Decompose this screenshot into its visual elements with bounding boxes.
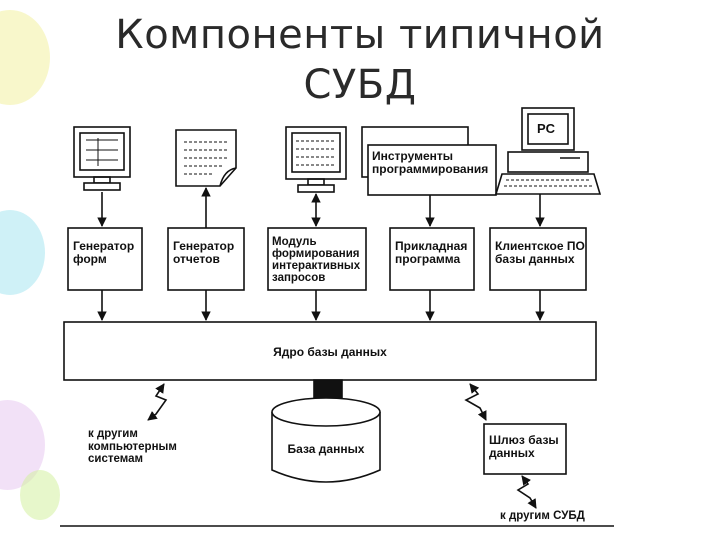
client-software-box <box>489 227 587 291</box>
report-page-icon <box>175 129 237 187</box>
database-core-box <box>63 321 597 381</box>
application-label: Прикладная программа <box>395 239 468 266</box>
other-systems-label: к другим компьютерным системам <box>88 428 177 465</box>
report-generator-label: Генератор отчетов <box>173 239 235 266</box>
report-generator-box <box>167 227 245 291</box>
monitor-icon <box>73 126 131 191</box>
gateway-box <box>483 423 567 475</box>
tools-label: Инструменты программирования <box>372 149 489 176</box>
client-software-label: Клиентское ПО базы данных <box>495 239 585 266</box>
gateway-label: Шлюз базы данных <box>489 433 559 460</box>
query-module-label: Модуль формирования интерактивных запрос… <box>272 236 361 284</box>
pc-label: PC <box>537 121 556 136</box>
other-dbms-label: к другим СУБД <box>500 510 585 522</box>
pc-icon <box>494 107 602 195</box>
application-box <box>389 227 475 291</box>
database-label: База данных <box>287 442 365 456</box>
balloon-decoration <box>20 470 60 520</box>
stacked-windows-icon <box>361 126 497 196</box>
query-module-box <box>267 227 367 291</box>
page-title-line2: СУБД <box>303 62 417 108</box>
form-generator-box <box>67 227 143 291</box>
database-core-label: Ядро базы данных <box>273 345 387 359</box>
page-title: Компоненты типичной <box>115 12 605 58</box>
form-generator-label: Генератор форм <box>73 239 135 266</box>
database-cylinder-icon <box>271 397 381 483</box>
monitor-icon <box>285 126 347 193</box>
